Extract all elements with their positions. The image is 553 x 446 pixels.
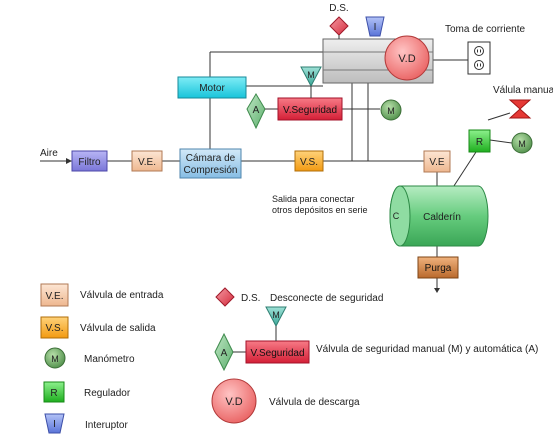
ds-top-label: D.S. (329, 3, 348, 14)
legend-vsm-symbol-text: V.Seguridad (250, 348, 304, 359)
calderin-tank: Calderín C (389, 185, 489, 247)
outlet-valve-label: V.S. (300, 157, 318, 168)
safety-valve-top-label: V.Seguridad (283, 105, 337, 116)
manometer-top-label: M (387, 106, 395, 116)
outlet-valve: V.S. (294, 150, 324, 172)
purge-valve-label: Purga (425, 263, 452, 274)
inlet-valve-right: V.E (423, 150, 451, 173)
manual-valve-icon (508, 99, 532, 119)
inlet-valve-left-label: V.E. (138, 157, 156, 168)
pipe-lines (40, 51, 513, 290)
legend-i-symbol (44, 413, 65, 434)
legend-vd-symbol (211, 378, 257, 424)
legend-ds-text: Desconecte de seguridad (270, 293, 383, 304)
safety-disconnect-top (329, 16, 349, 39)
safety-valve-top-a: A (253, 105, 260, 116)
legend-vs-text: Válvula de salida (80, 323, 156, 334)
legend-ds-symbol (215, 287, 235, 307)
legend-vsm-text: Válvula de seguridad manual (M) y automá… (316, 344, 538, 355)
legend-vsm-a-text: A (221, 348, 228, 359)
compression-chamber: Cámara de Compresión (179, 148, 242, 179)
interruptor-top: I (365, 16, 385, 37)
legend-vs-symbol-text: V.S. (46, 323, 64, 334)
legend-vd-symbol-text: V.D (225, 396, 242, 408)
regulator-label: R (476, 137, 483, 148)
legend-vsm-m-text: M (272, 310, 280, 320)
purge-outlet-arrow (434, 288, 440, 293)
legend-vsm-a-symbol (214, 332, 234, 372)
inlet-valve-left: V.E. (131, 150, 163, 172)
filter-label: Filtro (78, 157, 101, 168)
motor: Motor (177, 76, 247, 99)
legend-i-symbol-text: I (53, 419, 56, 430)
discharge-valve-label: V.D (398, 53, 415, 65)
manometer-top: M (380, 99, 402, 121)
legend-ds-symbol-text: D.S. (241, 293, 260, 304)
inlet-valve-right-label: V.E (429, 157, 445, 168)
manometer-right: M (511, 132, 533, 154)
legend-m-symbol-text: M (51, 354, 59, 364)
legend-r-text: Regulador (84, 388, 131, 399)
calderin-label: Calderín (423, 212, 461, 223)
legend-m-symbol (44, 347, 66, 369)
compression-chamber-line2: Compresión (184, 165, 238, 176)
legend: V.E. Válvula de entrada V.S. Válvula de … (40, 283, 538, 434)
regulator: R (468, 129, 491, 153)
safety-valve-top-m: M (307, 70, 315, 80)
air-inlet-arrow (66, 158, 72, 164)
manual-valve-label: Válula manual (493, 85, 553, 96)
calderin-c-label: C (393, 211, 400, 221)
legend-r-symbol (43, 381, 65, 403)
legend-i-text: Interuptor (85, 420, 128, 431)
salida-label-line1: Salida para conectar (272, 194, 355, 204)
aire-label: Aire (40, 148, 58, 159)
power-outlet-icon (467, 41, 491, 75)
legend-vs-symbol (40, 316, 69, 339)
legend-vd-text: Válvula de descarga (269, 397, 360, 408)
legend-ve-symbol-text: V.E. (46, 291, 64, 302)
legend-m-text: Manómetro (84, 354, 135, 365)
purge-valve: Purga (417, 256, 459, 279)
legend-vsm-symbol (245, 340, 310, 364)
interruptor-top-label: I (374, 22, 377, 33)
toma-label: Toma de corriente (445, 24, 525, 35)
discharge-valve: V.D (384, 35, 430, 81)
legend-ve-text: Válvula de entrada (80, 290, 164, 301)
legend-vsm-m-symbol (265, 306, 287, 328)
salida-label-line2: otros depósitos en serie (272, 205, 368, 215)
legend-r-symbol-text: R (50, 388, 57, 399)
safety-valve-top: A V.Seguridad M (246, 66, 343, 130)
motor-label: Motor (199, 83, 225, 94)
filter: Filtro (71, 150, 108, 172)
compression-chamber-line1: Cámara de (186, 153, 236, 164)
legend-ve-symbol (40, 283, 69, 307)
manometer-right-label: M (518, 139, 526, 149)
